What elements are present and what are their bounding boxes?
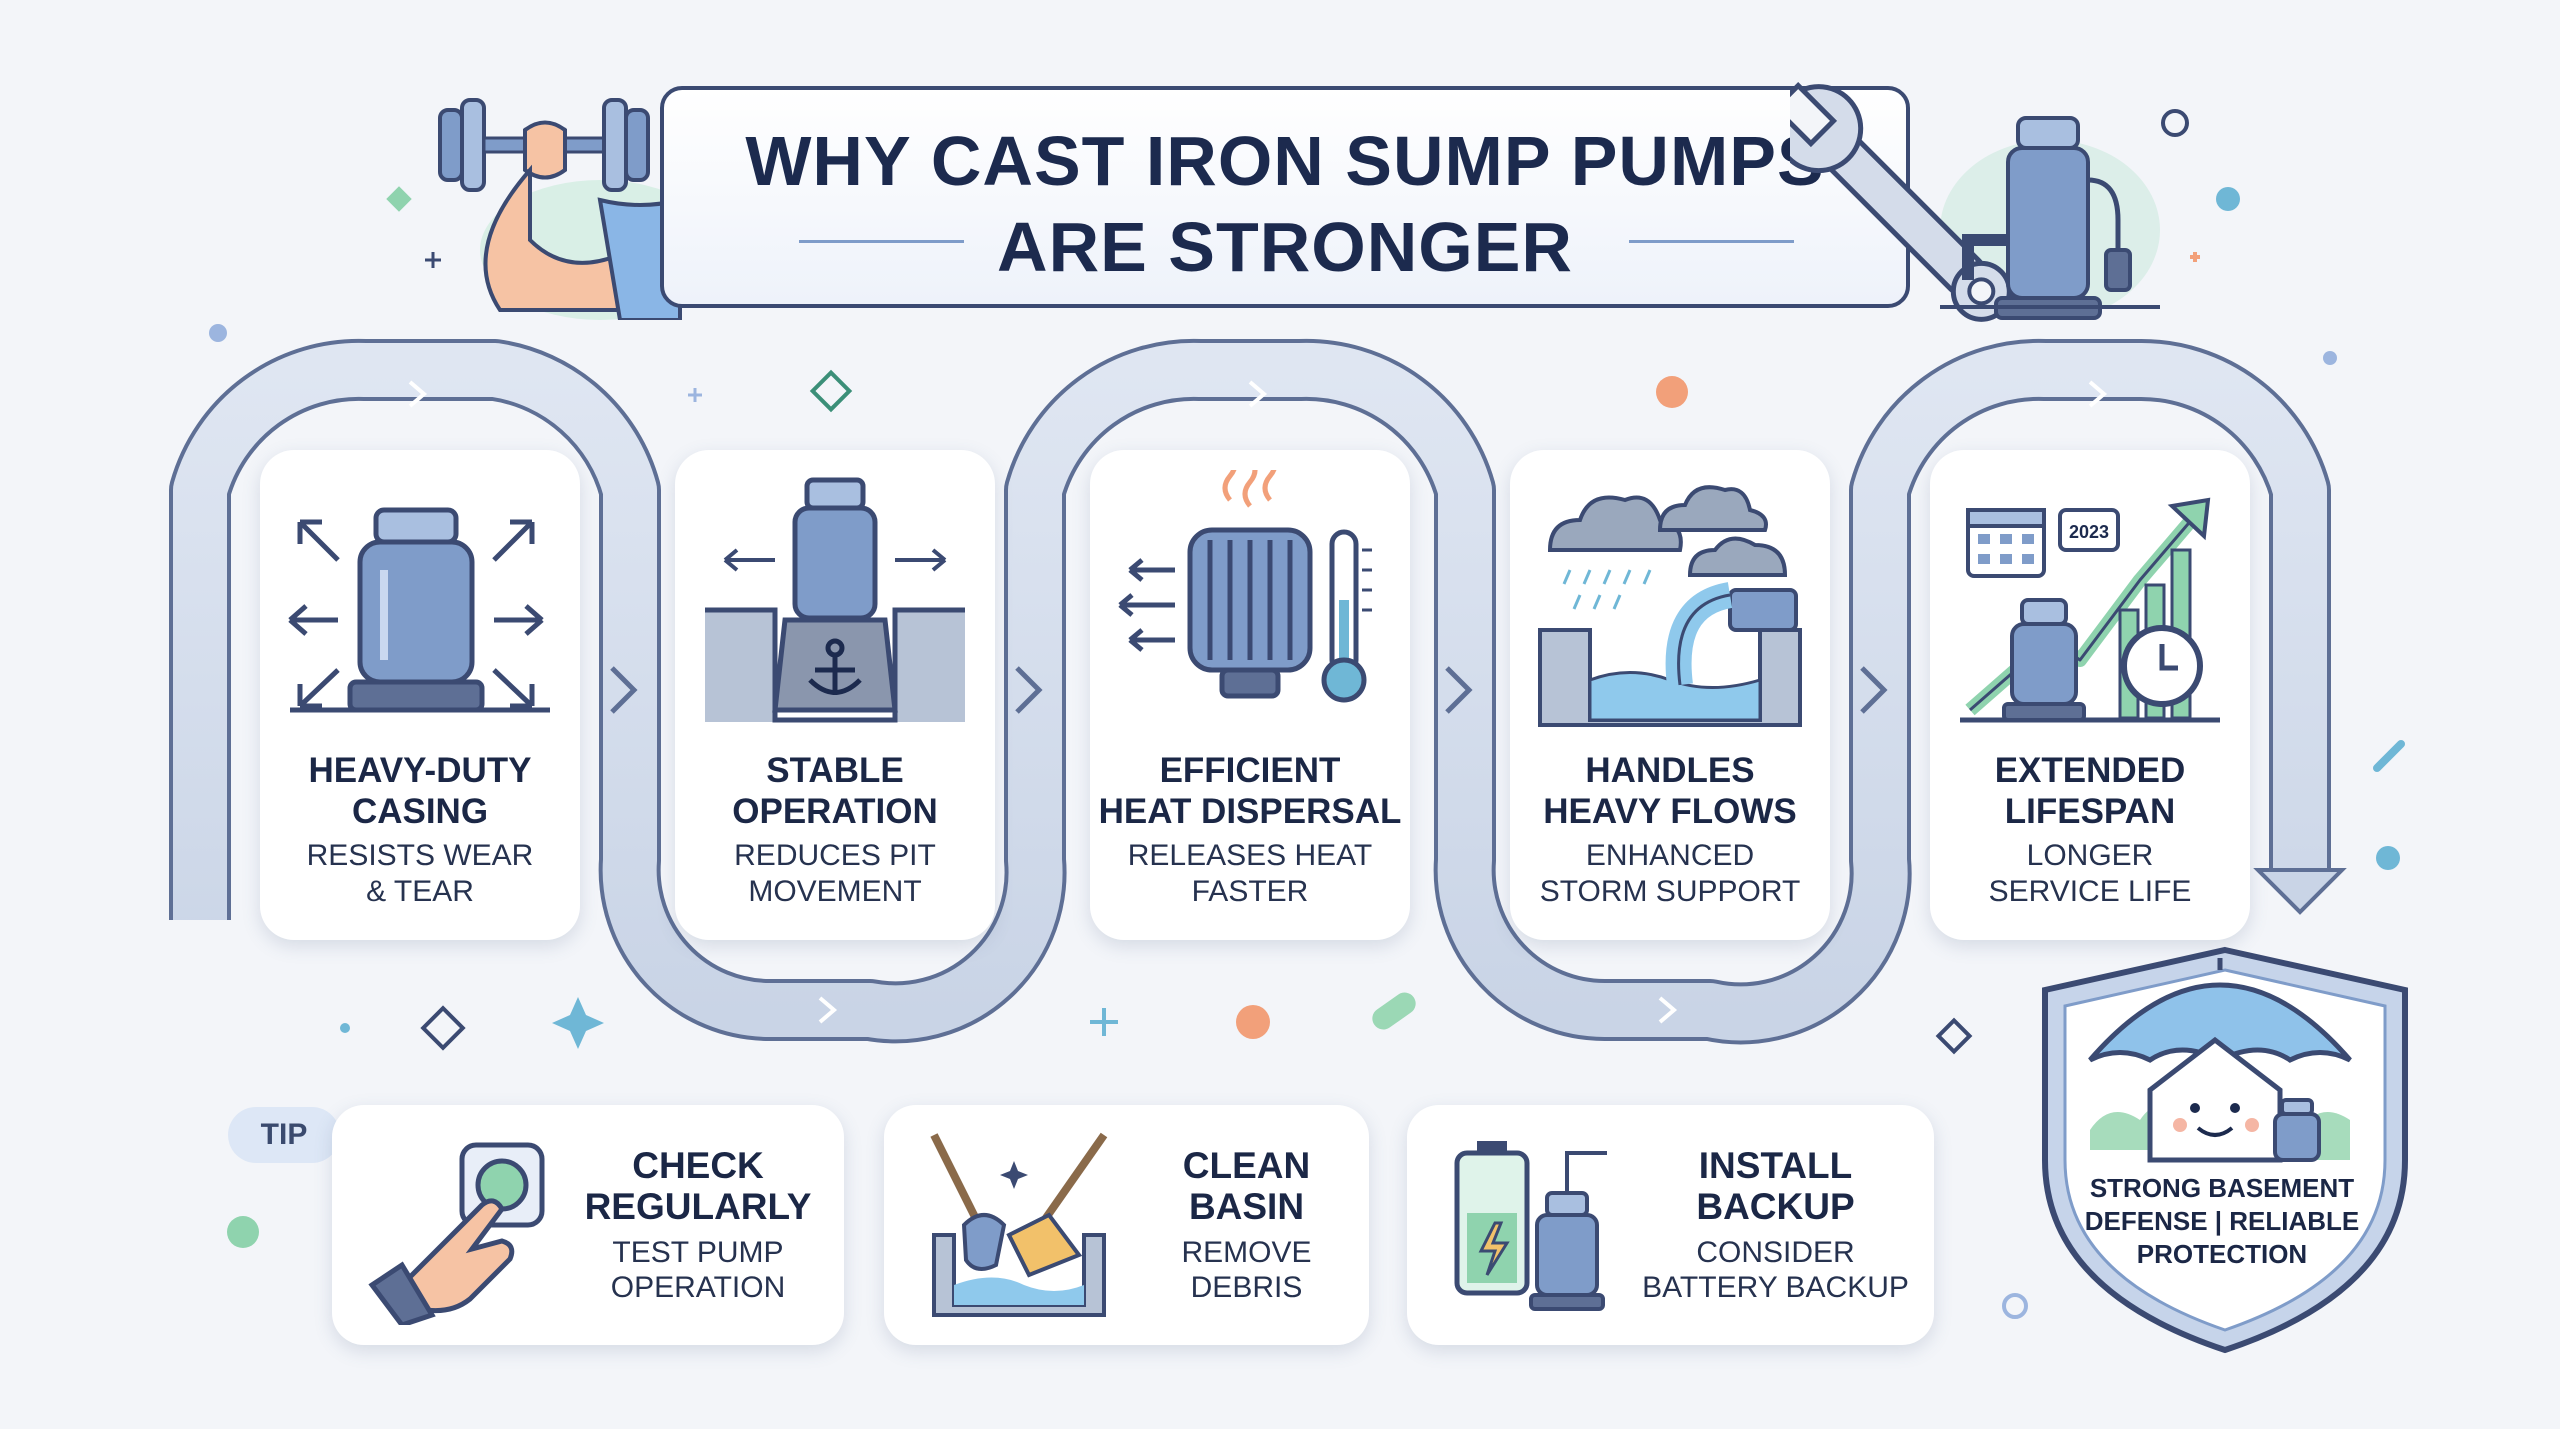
step-title: EXTENDED (1994, 751, 2186, 790)
title-divider-left (799, 240, 964, 243)
step-title: EFFICIENT (1159, 751, 1341, 790)
shield-caption: STRONG BASEMENT DEFENSE | RELIABLE PROTE… (2062, 1172, 2382, 1271)
tip-title: CLEAN (1182, 1145, 1311, 1186)
heat-motor-thermometer-icon (1118, 470, 1372, 703)
title-line-1: WHY CAST IRON SUMP PUMPS (745, 122, 1825, 200)
step-subtitle: RELEASES HEAT (1127, 839, 1373, 872)
step-card-stable-operation: STABLE OPERATION REDUCES PIT MOVEMENT (675, 450, 995, 940)
calendar-year: 2023 (2069, 522, 2109, 542)
hand-press-button-icon (368, 1142, 545, 1325)
step-title: HEAVY FLOWS (1543, 792, 1797, 831)
step-card-heavy-duty-casing: HEAVY-DUTY CASING RESISTS WEAR & TEAR (260, 450, 580, 940)
title-divider-right (1629, 240, 1794, 243)
shield-caption-line: PROTECTION (2136, 1239, 2308, 1269)
tip-subtitle: REMOVE (1181, 1236, 1312, 1269)
anchored-pump-icon (705, 477, 965, 723)
step-subtitle: REDUCES PIT (734, 839, 936, 872)
shovel-broom-icon (930, 1132, 1108, 1317)
step-title: OPERATION (732, 792, 938, 831)
step-title: STABLE (766, 751, 904, 790)
tip-subtitle: BATTERY BACKUP (1642, 1271, 1909, 1304)
step-card-extended-lifespan: 2023 EXTENDED LIFESPAN LONGER SERVICE LI… (1930, 450, 2250, 940)
step-title: LIFESPAN (2004, 792, 2176, 831)
step-card-handles-heavy-flows: HANDLES HEAVY FLOWS ENHANCED STORM SUPPO… (1510, 450, 1830, 940)
step-subtitle: & TEAR (366, 875, 474, 908)
tip-subtitle: CONSIDER (1696, 1236, 1855, 1269)
step-subtitle: FASTER (1191, 875, 1309, 908)
step-card-efficient-heat-dispersal: EFFICIENT HEAT DISPERSAL RELEASES HEAT F… (1090, 450, 1410, 940)
tip-subtitle: DEBRIS (1190, 1271, 1303, 1304)
tip-title: BACKUP (1696, 1186, 1855, 1227)
storm-pipe-icon (1538, 485, 1802, 727)
tip-card-clean-basin: CLEAN BASIN REMOVE DEBRIS (884, 1105, 1369, 1345)
title-banner: WHY CAST IRON SUMP PUMPS ARE STRONGER (660, 86, 1910, 308)
shield-caption-line: STRONG BASEMENT (2089, 1173, 2355, 1203)
expanding-pump-icon (288, 507, 550, 713)
step-title: CASING (351, 792, 489, 831)
step-title: HEAT DISPERSAL (1098, 792, 1402, 831)
step-title: HANDLES (1585, 751, 1755, 790)
step-subtitle: MOVEMENT (748, 875, 922, 908)
wrench-pump-icon (1790, 82, 2160, 322)
step-subtitle: LONGER (2026, 839, 2154, 872)
step-subtitle: ENHANCED (1585, 839, 1755, 872)
tip-title: BASIN (1188, 1186, 1305, 1227)
step-title: HEAVY-DUTY (308, 751, 532, 790)
house-umbrella-shield-icon (2042, 946, 2408, 1354)
tip-subtitle: TEST PUMP (612, 1236, 784, 1269)
tip-title: REGULARLY (584, 1186, 812, 1227)
tip-subtitle: OPERATION (610, 1271, 786, 1304)
title-line-2: ARE STRONGER (997, 208, 1573, 286)
step-subtitle: RESISTS WEAR (306, 839, 534, 872)
strong-arm-dumbbell-icon (438, 98, 690, 320)
step-subtitle: SERVICE LIFE (1988, 875, 2192, 908)
tip-card-check-regularly: CHECK REGULARLY TEST PUMP OPERATION (332, 1105, 844, 1345)
tip-title: INSTALL (1698, 1145, 1853, 1186)
battery-pump-icon (1454, 1141, 1607, 1311)
tip-card-install-backup: INSTALL BACKUP CONSIDER BATTERY BACKUP (1407, 1105, 1934, 1345)
tip-title: CHECK (632, 1145, 764, 1186)
shield-caption-line: DEFENSE | RELIABLE (2084, 1206, 2360, 1236)
calendar-growth-icon: 2023 (1960, 497, 2220, 723)
step-subtitle: STORM SUPPORT (1539, 875, 1801, 908)
tip-tag: TIP (228, 1107, 340, 1163)
